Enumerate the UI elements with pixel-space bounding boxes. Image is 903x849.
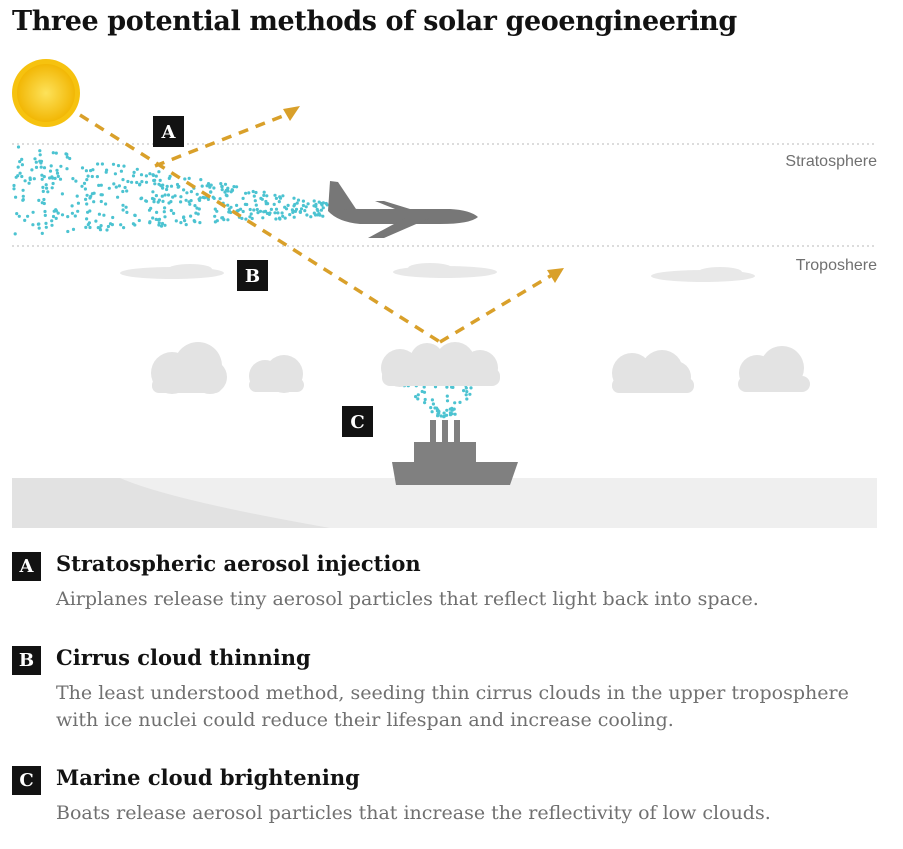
- method-b-badge: B: [12, 646, 41, 675]
- aerosol-particles: [12, 145, 486, 419]
- method-c-description: Boats release aerosol particles that inc…: [56, 802, 771, 824]
- method-c-badge: C: [12, 766, 41, 795]
- page-title: Three potential methods of solar geoengi…: [12, 6, 737, 37]
- method-a-badge: A: [12, 552, 41, 581]
- svg-text:C: C: [350, 412, 364, 433]
- method-b-heading: Cirrus cloud thinning: [56, 645, 311, 670]
- sunlight-arrows: [79, 112, 553, 344]
- ship-icon: [392, 420, 518, 485]
- stratosphere-label: Stratosphere: [785, 153, 877, 170]
- method-b: B Cirrus cloud thinning The least unders…: [12, 645, 892, 742]
- airplane-icon: [328, 181, 478, 238]
- method-b-description: The least understood method, seeding thi…: [56, 682, 849, 731]
- method-a: A Stratospheric aerosol injection Airpla…: [12, 551, 892, 622]
- troposphere-label: Troposhere: [796, 257, 877, 274]
- marker-c: C: [342, 406, 373, 437]
- ground: [12, 478, 877, 528]
- geoengineering-diagram: Stratosphere Troposhere: [12, 59, 877, 528]
- arrowheads: [283, 106, 564, 283]
- sun-icon: [12, 59, 80, 127]
- method-a-description: Airplanes release tiny aerosol particles…: [56, 588, 759, 610]
- svg-text:B: B: [245, 266, 260, 287]
- marker-a: A: [153, 116, 184, 147]
- method-c-heading: Marine cloud brightening: [56, 765, 360, 790]
- svg-text:A: A: [161, 122, 177, 143]
- low-clouds: [151, 342, 810, 394]
- marker-b: B: [237, 260, 268, 291]
- cirrus-clouds: [120, 263, 755, 282]
- method-c: C Marine cloud brightening Boats release…: [12, 765, 892, 836]
- method-a-heading: Stratospheric aerosol injection: [56, 551, 421, 576]
